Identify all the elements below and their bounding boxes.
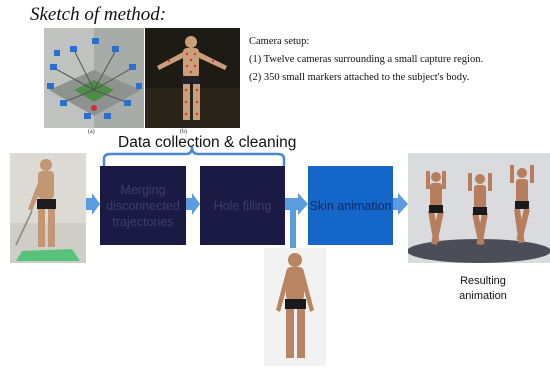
merging-trajectories-box: Merging disconnected trajectories (100, 166, 186, 245)
section-label: Data collection & cleaning (118, 134, 297, 151)
camera-setup-item-1: (1) Twelve cameras surrounding a small c… (249, 54, 484, 65)
figure-label-b: (b) (180, 129, 187, 135)
marker-subject-image (145, 28, 240, 128)
figure-label-a: (a) (88, 129, 95, 135)
result-animation-image (408, 153, 550, 263)
body-model-image (264, 248, 326, 366)
golfer-image (10, 153, 86, 263)
hole-filling-box: Hole filling (200, 166, 285, 245)
arrow-to-hole (186, 193, 200, 215)
arrow-to-merge (86, 193, 100, 215)
arrow-to-skin (285, 193, 308, 215)
skin-animation-box: Skin animation (308, 166, 393, 245)
arrow-to-result (393, 193, 408, 215)
camera-setup-heading: Camera setup: (249, 36, 310, 47)
page-title: Sketch of method: (30, 4, 167, 25)
camera-rig-image (44, 28, 144, 128)
result-label: Resulting animation (459, 275, 507, 302)
arrow-model-up (290, 204, 296, 248)
camera-setup-item-2: (2) 350 small markers attached to the su… (249, 72, 470, 83)
